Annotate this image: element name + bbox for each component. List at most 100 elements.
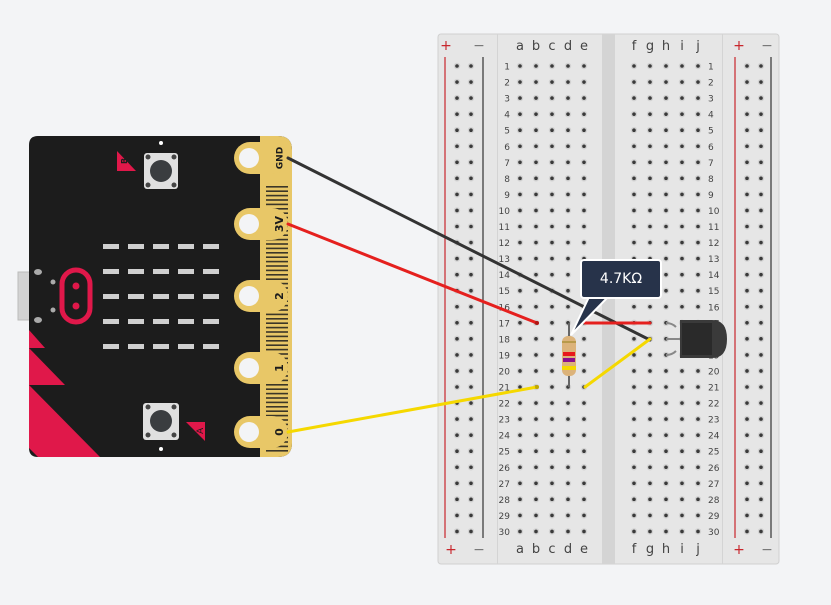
pin-gnd[interactable]: GND [234, 142, 288, 174]
breadboard-hole-center [518, 256, 522, 261]
pin-2[interactable]: 2 [234, 280, 288, 312]
breadboard-hole-center [664, 481, 668, 486]
breadboard-hole-center [648, 64, 652, 68]
edge-stripe [266, 384, 288, 386]
edge-stripe [266, 238, 288, 241]
pin-1[interactable]: 1 [234, 352, 288, 384]
button-b[interactable] [144, 141, 178, 189]
row-number-left: 1 [504, 63, 510, 73]
breadboard-hole-center [759, 353, 763, 357]
pin-hole[interactable] [239, 148, 259, 168]
breadboard-hole-center [582, 369, 586, 373]
3v-wire[interactable] [286, 222, 539, 325]
breadboard-hole-center [745, 224, 749, 229]
pin-0[interactable]: 0 [234, 416, 288, 448]
breadboard-hole-center [696, 224, 700, 229]
breadboard-hole-center [745, 529, 749, 534]
breadboard-hole-center [455, 128, 459, 132]
breadboard-hole-center [680, 96, 684, 100]
breadboard-hole-center [566, 481, 570, 486]
row-number-right: 5 [708, 127, 714, 137]
breadboard-hole-center [745, 304, 749, 309]
temperature-sensor[interactable] [665, 320, 727, 358]
breadboard-hole-center [469, 497, 473, 502]
button-a[interactable] [143, 403, 179, 451]
edge-stripe [266, 344, 288, 346]
breadboard-hole-center [469, 513, 473, 518]
pin-hole[interactable] [239, 358, 259, 378]
breadboard-hole-center [550, 256, 554, 261]
breadboard-hole-center [550, 160, 554, 165]
edge-stripe [266, 392, 288, 395]
breadboard-hole-center [550, 433, 554, 437]
pin-hole[interactable] [239, 214, 259, 234]
breadboard-hole-center [455, 449, 459, 454]
edge-stripe [266, 397, 288, 399]
breadboard-hole-center [745, 449, 749, 454]
breadboard-hole-center [469, 529, 473, 534]
left-plus-bottom: + [445, 542, 457, 558]
breadboard-hole-center [696, 369, 700, 373]
row-number-left: 4 [504, 111, 510, 121]
breadboard-hole-center [664, 417, 668, 421]
pin-hole[interactable] [239, 422, 259, 442]
breadboard-hole-center [759, 64, 763, 68]
breadboard-hole-center [469, 433, 473, 437]
breadboard-hole-center [632, 208, 636, 213]
pin-hole[interactable] [239, 286, 259, 306]
breadboard-hole-center [518, 353, 522, 357]
led [128, 294, 144, 299]
edge-stripe [266, 278, 288, 280]
edge-stripe [266, 269, 288, 272]
breadboard-hole-center [455, 353, 459, 357]
breadboard-hole-center [696, 128, 700, 132]
breadboard-hole-center [745, 256, 749, 261]
edge-stripe [266, 256, 288, 258]
breadboard-hole-center [745, 112, 749, 116]
breadboard-hole-center [455, 224, 459, 229]
breadboard-hole-center [566, 192, 570, 197]
breadboard-hole-center [534, 160, 538, 165]
led [103, 269, 119, 274]
edge-stripe [266, 260, 288, 263]
row18-jumper-wire[interactable] [583, 337, 652, 389]
breadboard-hole-center [566, 304, 570, 309]
resistor[interactable] [562, 323, 576, 387]
breadboard-hole-center [648, 513, 652, 518]
breadboard-hole-center [632, 529, 636, 534]
row-number-left: 28 [499, 496, 511, 506]
breadboard-hole-center [680, 288, 684, 293]
breadboard-hole-center [680, 513, 684, 518]
breadboard-hole-center [469, 240, 473, 245]
touch-logo-icon[interactable] [59, 267, 93, 325]
breadboard-hole-center [518, 529, 522, 534]
row-number-left: 26 [499, 464, 511, 474]
left-minus-top: − [473, 38, 485, 54]
breadboard-hole-center [518, 401, 522, 405]
breadboard-hole-center [680, 240, 684, 245]
row-number-left: 11 [499, 223, 510, 233]
breadboard-hole-center [518, 481, 522, 486]
row-number-right: 23 [708, 416, 719, 426]
breadboard-hole-center [518, 128, 522, 132]
breadboard-hole-center [469, 465, 473, 470]
row-number-right: 25 [708, 448, 719, 458]
column-label: c [548, 39, 555, 54]
breadboard-hole-center [759, 481, 763, 486]
breadboard-hole-center [582, 80, 586, 84]
breadboard-hole-center [455, 160, 459, 165]
row-number-left: 14 [499, 271, 511, 281]
breadboard-hole-center [469, 176, 473, 181]
pin-3v[interactable]: 3V [234, 208, 288, 240]
breadboard-hole-center [696, 481, 700, 486]
breadboard-hole-center [550, 385, 554, 389]
pin0-wire[interactable] [286, 385, 539, 434]
led [128, 344, 144, 349]
right-plus-bottom: + [733, 542, 745, 558]
breadboard-hole-center [469, 321, 473, 325]
breadboard-hole-center [696, 401, 700, 405]
breadboard-hole-center [664, 288, 668, 293]
